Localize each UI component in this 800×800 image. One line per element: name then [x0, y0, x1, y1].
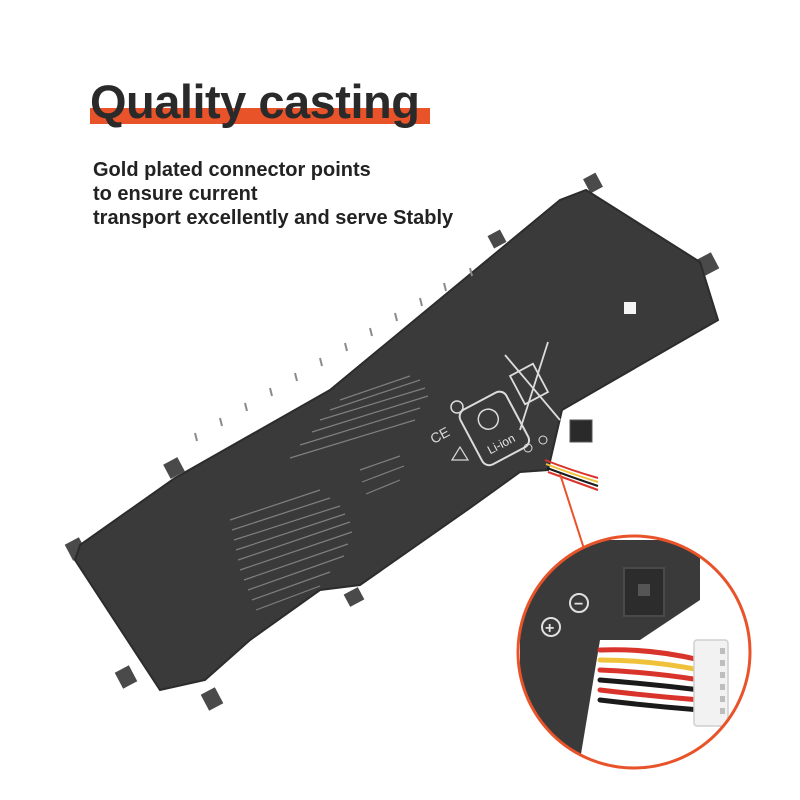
zoom-white-plug [693, 639, 729, 727]
zoom-plug-pins [720, 648, 725, 714]
headline-underline-bar [90, 108, 430, 124]
round-symbol-icon [450, 400, 464, 414]
feature-description-line-2: to ensure current [93, 183, 258, 205]
warning-triangle-icon [450, 445, 470, 461]
edge-ribs [194, 267, 473, 442]
crossed-bin-icon [504, 341, 561, 431]
zoom-plus-symbol: + [545, 620, 554, 637]
battery-connector-block [569, 419, 593, 443]
callout-line [559, 473, 587, 556]
plus-terminal-icon [523, 443, 533, 453]
zoom-detail-circle: + − [518, 536, 750, 768]
page-title: Quality casting [90, 75, 420, 128]
white-marker [624, 302, 636, 314]
headline-block: Quality casting [90, 74, 430, 130]
feature-description-line-3: transport excellently and serve Stably [93, 207, 454, 229]
spec-label-lines [229, 375, 429, 611]
zoom-circle-border [516, 534, 752, 770]
feature-description: Gold plated connector points to ensure c… [93, 158, 453, 230]
zoom-minus-symbol: − [574, 596, 583, 613]
zoom-plus-icon [541, 617, 561, 637]
zoom-minus-icon [569, 593, 589, 613]
zoom-wires [597, 647, 703, 713]
battery-wires [544, 459, 599, 491]
battery-body [73, 188, 720, 692]
minus-terminal-icon [538, 435, 548, 445]
feature-description-line-1: Gold plated connector points [93, 159, 371, 181]
